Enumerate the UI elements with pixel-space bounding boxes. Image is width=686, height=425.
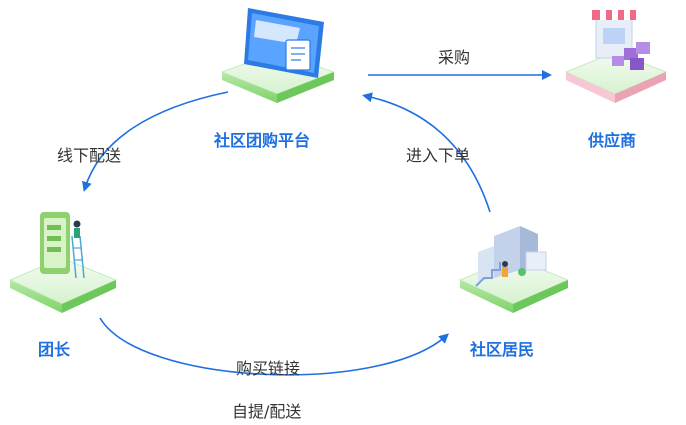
leader-node — [8, 212, 118, 313]
arrow-resident-to-platform — [362, 92, 491, 213]
connectors — [82, 70, 552, 376]
edge-label-purchase: 采购 — [438, 48, 471, 67]
arrow-leader-to-resident — [99, 317, 449, 376]
platform-node — [220, 8, 336, 103]
supplier-node — [564, 10, 668, 103]
tablet-card-icon — [220, 8, 336, 103]
edge-label-buy-link: 购买链接 — [236, 359, 301, 378]
storefront-boxes-icon — [564, 10, 668, 103]
edge-label-enter-order: 进入下单 — [406, 146, 471, 165]
resident-label: 社区居民 — [470, 340, 535, 359]
platform-label: 社区团购平台 — [214, 131, 311, 150]
phone-person-icon — [8, 212, 118, 313]
arrow-platform-to-leader — [82, 91, 229, 192]
resident-node — [458, 226, 570, 313]
supplier-label: 供应商 — [588, 131, 637, 150]
leader-label: 团长 — [38, 340, 71, 359]
edge-label-pickup-delivery: 自提/配送 — [232, 402, 302, 421]
building-person-icon — [458, 226, 570, 313]
edge-label-offline-delivery: 线下配送 — [57, 146, 122, 165]
